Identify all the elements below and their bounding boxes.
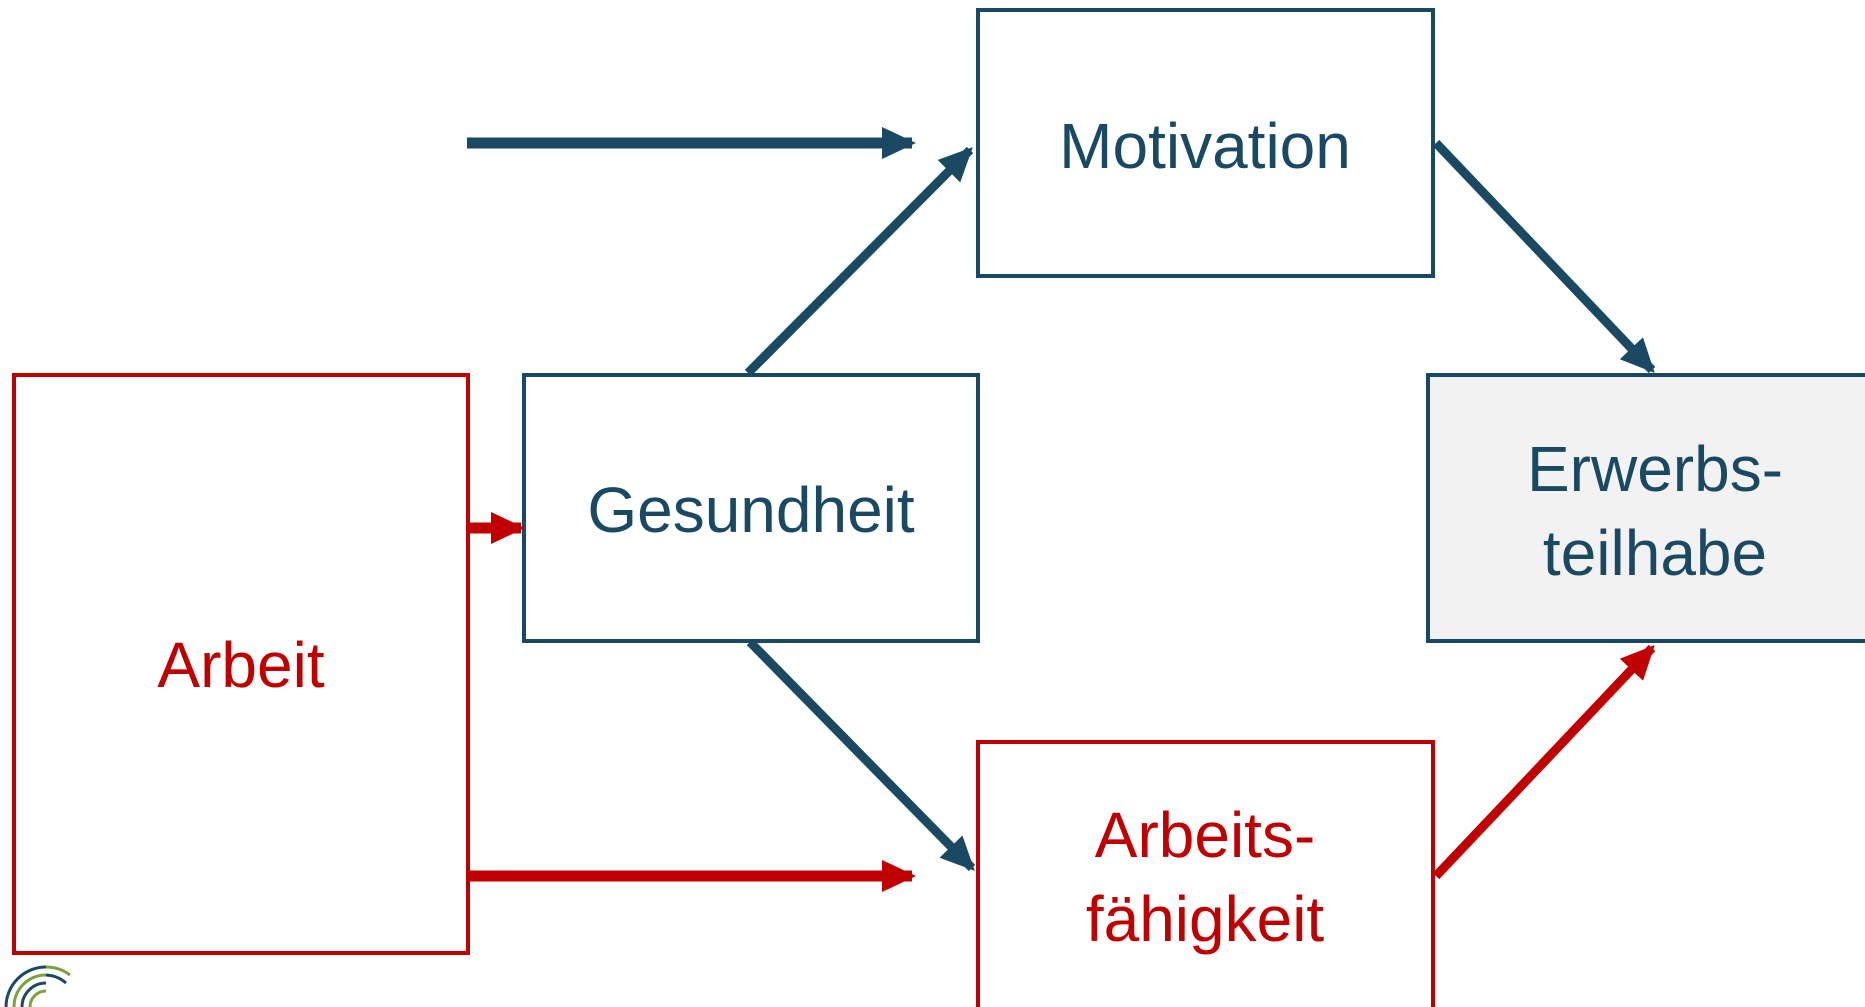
- erwerbsteilhabe-label-line1: Erwerbs-: [1527, 433, 1783, 505]
- arbeitsfaehigkeit-box: [976, 740, 1435, 1007]
- motivation-label: Motivation: [1059, 110, 1351, 182]
- motivation-to-erwerbsteilhabe-arrow: [1432, 139, 1656, 374]
- gesundheit-label: Gesundheit: [587, 474, 915, 546]
- arbeitsfaehigkeit-to-erwerbsteilhabe-arrow: [1432, 644, 1656, 880]
- arbeitsfaehigkeit-label-line2: fähigkeit: [1086, 883, 1325, 955]
- arbeit-box: [12, 373, 470, 955]
- arbeit-label: Arbeit: [157, 629, 324, 701]
- gesundheit-to-arbeitsfaehigkeit-arrow: [746, 638, 976, 872]
- gesundheit-box: [522, 373, 980, 643]
- erwerbsteilhabe-label-line2: teilhabe: [1543, 517, 1767, 589]
- arbeitsfaehigkeit-label-line1: Arbeits-: [1095, 799, 1316, 871]
- fingerprint-logo-icon: [4, 965, 71, 1007]
- erwerbsteilhabe-box: [1426, 373, 1865, 643]
- gesundheit-to-motivation-arrow: [744, 146, 974, 377]
- motivation-box: [976, 8, 1435, 278]
